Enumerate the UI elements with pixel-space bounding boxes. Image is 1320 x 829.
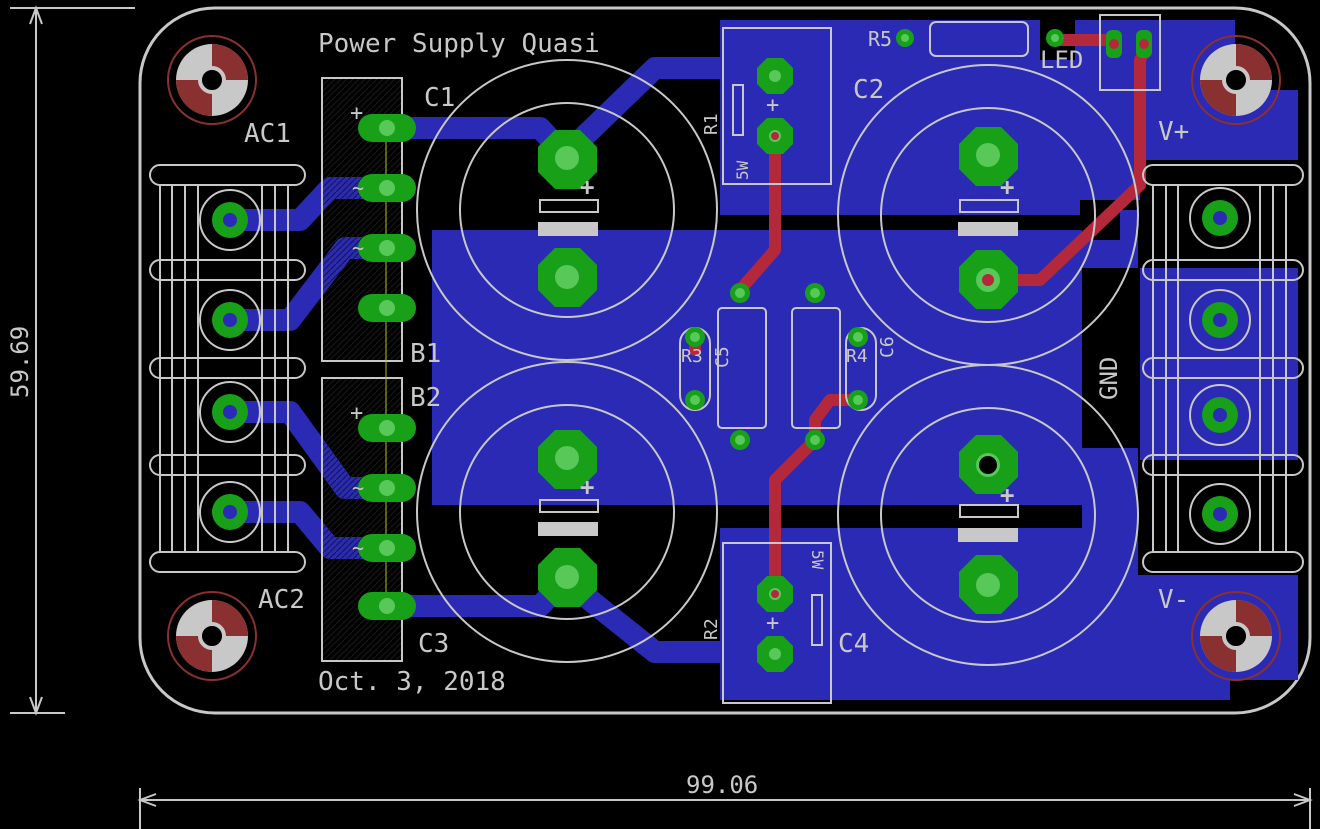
plus-c2: + bbox=[1000, 173, 1014, 201]
board-outline bbox=[138, 6, 1312, 715]
capacitor-outlines bbox=[416, 59, 1139, 666]
label-c2: C2 bbox=[853, 75, 884, 105]
label-ac1: AC1 bbox=[244, 119, 291, 149]
plus-r2: + bbox=[766, 611, 779, 636]
label-vminus: V- bbox=[1158, 585, 1189, 615]
label-r2-watt: 5W bbox=[808, 550, 827, 570]
label-b2: B2 bbox=[410, 383, 441, 413]
label-c5: C5 bbox=[712, 346, 733, 368]
label-c6: C6 bbox=[877, 336, 898, 358]
plus-c1: + bbox=[580, 173, 594, 201]
capacitor-polarity-marks bbox=[538, 199, 1019, 542]
silkscreen-text: Power Supply Quasi Oct. 3, 2018 99.06 59… bbox=[6, 27, 1189, 799]
label-gnd: GND bbox=[1095, 357, 1123, 400]
label-led: LED bbox=[1040, 46, 1083, 74]
tilde-b1a: ~ bbox=[352, 176, 364, 200]
label-ac2: AC2 bbox=[258, 585, 305, 615]
label-r5: R5 bbox=[868, 27, 892, 51]
label-c1: C1 bbox=[424, 83, 455, 113]
plus-r1: + bbox=[766, 93, 779, 118]
label-r2: R2 bbox=[701, 618, 722, 640]
label-r3: R3 bbox=[681, 346, 703, 367]
pads bbox=[212, 29, 1238, 672]
terminal-block-left bbox=[149, 164, 306, 573]
plus-c3: + bbox=[580, 473, 594, 501]
tilde-b2a: ~ bbox=[352, 476, 364, 500]
label-r1-watt: 5W bbox=[733, 160, 752, 180]
label-r4: R4 bbox=[846, 346, 868, 367]
tilde-b2b: ~ bbox=[352, 536, 364, 560]
label-c4: C4 bbox=[838, 629, 869, 659]
plus-b1: + bbox=[350, 101, 363, 126]
height-dimension: 59.69 bbox=[6, 326, 34, 398]
width-dimension: 99.06 bbox=[686, 771, 758, 799]
mount-holes bbox=[167, 35, 1281, 681]
plus-b2: + bbox=[350, 401, 363, 426]
label-vplus: V+ bbox=[1158, 117, 1189, 147]
board-title: Power Supply Quasi bbox=[318, 29, 600, 59]
tilde-b1b: ~ bbox=[352, 236, 364, 260]
board-date: Oct. 3, 2018 bbox=[318, 667, 506, 697]
bridge-rectifiers bbox=[321, 77, 403, 662]
dimension-lines bbox=[10, 5, 1313, 829]
label-c3: C3 bbox=[418, 629, 449, 659]
plus-c4: + bbox=[1000, 481, 1014, 509]
terminal-block-right bbox=[1142, 164, 1304, 573]
label-b1: B1 bbox=[410, 339, 441, 369]
label-r1: R1 bbox=[701, 113, 722, 135]
